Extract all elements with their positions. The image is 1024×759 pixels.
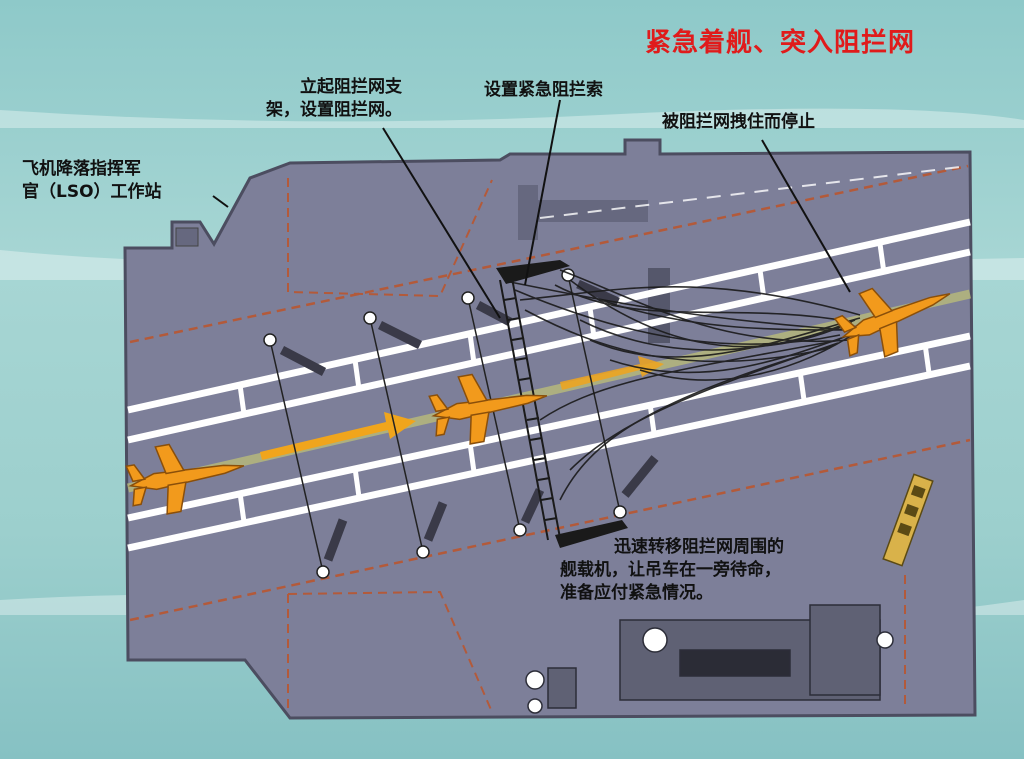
raise-barricade-line-1: 立起阻拦网支 bbox=[300, 77, 402, 97]
lso-station-line-1: 飞机降落指挥军 bbox=[22, 159, 141, 179]
barricade-net bbox=[509, 269, 861, 501]
approach-arrow bbox=[260, 356, 664, 460]
clear-aircraft-label: 迅速转移阻拦网周围的 舰载机，让吊车在一旁待命， 准备应付紧急情况。 bbox=[560, 536, 784, 605]
diagram-title: 紧急着舰、突入阻拦网 bbox=[645, 28, 916, 58]
raise-barricade-line-2: 架，设置阻拦网。 bbox=[266, 100, 402, 120]
wire-sheaves bbox=[263, 268, 627, 579]
deck-edge-dashes bbox=[129, 164, 971, 713]
caught-line-1: 被阻拦网拽住而停止 bbox=[662, 112, 815, 132]
lso-platform bbox=[175, 227, 199, 247]
lso-station-line-2: 官（LSO）工作站 bbox=[22, 182, 162, 202]
raise-barricade-label: 立起阻拦网支 架，设置阻拦网。 bbox=[254, 76, 402, 122]
deck-structure bbox=[648, 268, 670, 343]
crane bbox=[882, 473, 934, 567]
wire-engines bbox=[279, 279, 659, 562]
aircraft-approaching bbox=[125, 443, 245, 515]
aircraft-caught bbox=[833, 287, 951, 358]
clear-aircraft-line-1: 迅速转移阻拦网周围的 bbox=[614, 537, 784, 557]
deck-structure bbox=[518, 185, 538, 240]
caught-label: 被阻拦网拽住而停止 bbox=[662, 111, 815, 134]
leader-lines bbox=[212, 99, 851, 319]
runway-ticks bbox=[237, 243, 932, 523]
set-cable-label: 设置紧急阻拦索 bbox=[484, 79, 603, 102]
deck-machinery bbox=[525, 604, 894, 714]
clear-aircraft-line-3: 准备应付紧急情况。 bbox=[560, 583, 713, 603]
barricade-top-support bbox=[496, 260, 570, 284]
barricade-bottom-support bbox=[555, 520, 628, 548]
clear-aircraft-line-2: 舰载机，让吊车在一旁待命， bbox=[560, 560, 781, 580]
runway-lines bbox=[127, 218, 971, 552]
lso-station-label: 飞机降落指挥军 官（LSO）工作站 bbox=[22, 158, 162, 204]
aircraft-landing bbox=[428, 373, 548, 445]
set-cable-line-1: 设置紧急阻拦索 bbox=[484, 80, 603, 100]
